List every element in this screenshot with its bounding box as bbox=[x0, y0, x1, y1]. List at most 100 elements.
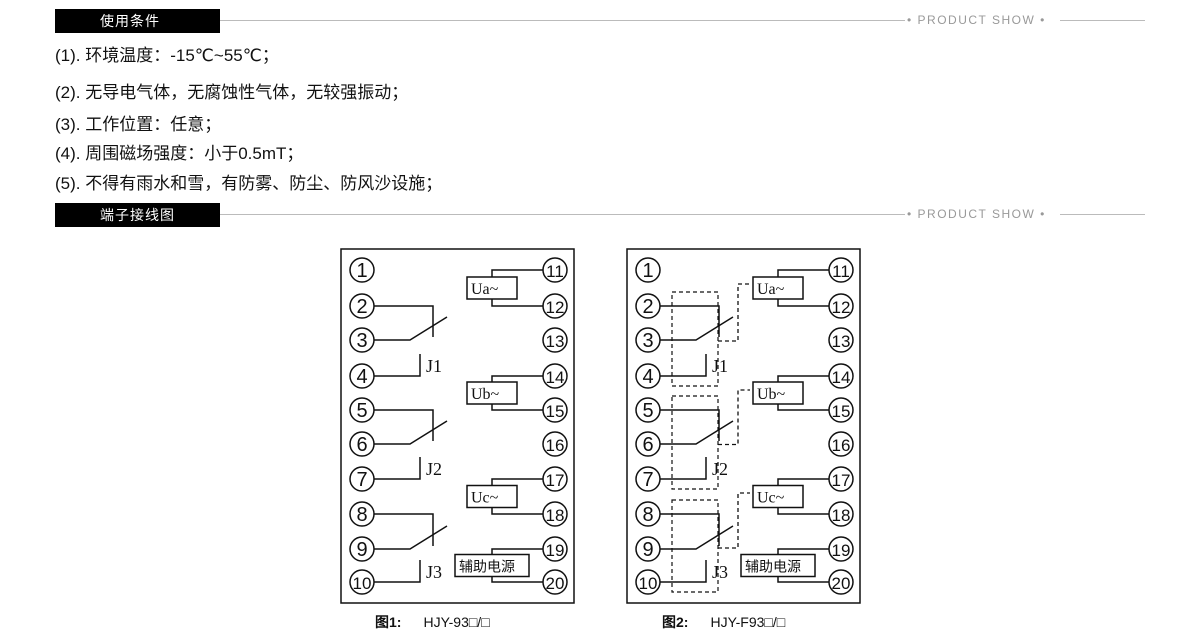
diagram-caption-2: 图2: HJY-F93□/□ bbox=[662, 612, 785, 632]
divider bbox=[1060, 20, 1145, 21]
diagram-frame bbox=[340, 248, 575, 604]
input-wire bbox=[777, 375, 829, 382]
aux-wire bbox=[777, 576, 829, 583]
terminal-label: 1 bbox=[642, 260, 653, 282]
condition-item: (2). 无导电气体，无腐蚀性气体，无较强振动； bbox=[55, 83, 409, 102]
diagram-frame bbox=[626, 248, 861, 604]
input-wire bbox=[491, 507, 543, 515]
relay-coil-wire bbox=[660, 354, 707, 377]
figure-label: 图2: bbox=[662, 614, 689, 630]
relay-dashed-box bbox=[671, 291, 719, 387]
terminal-label: 6 bbox=[642, 434, 653, 456]
terminal-circle bbox=[349, 257, 375, 283]
diagram-caption-1: 图1: HJY-93□/□ bbox=[375, 612, 490, 632]
terminal-label: 14 bbox=[832, 368, 851, 387]
terminal-label: 9 bbox=[642, 539, 653, 561]
product-show-tagline: • PRODUCT SHOW • bbox=[907, 13, 1046, 27]
terminal-label: 2 bbox=[356, 296, 367, 318]
input-wire bbox=[777, 404, 829, 411]
terminal-label: 4 bbox=[642, 366, 653, 388]
relay-label: J3 bbox=[426, 562, 442, 582]
input-wire bbox=[777, 478, 829, 486]
model-number: HJY-F93□/□ bbox=[710, 614, 786, 630]
terminal-label: 6 bbox=[356, 434, 367, 456]
terminal-label: 7 bbox=[356, 469, 367, 491]
terminal-label: 18 bbox=[546, 506, 565, 525]
relay-contact-wire bbox=[660, 409, 720, 441]
terminal-circle bbox=[828, 327, 854, 353]
terminal-label: 13 bbox=[546, 332, 565, 351]
relay-contact-blade bbox=[374, 420, 448, 445]
terminal-label: 13 bbox=[832, 332, 851, 351]
input-wire bbox=[491, 375, 543, 382]
aux-power-label: 辅助电源 bbox=[459, 559, 515, 575]
terminal-label: 15 bbox=[832, 402, 851, 421]
condition-item: (4). 周围磁场强度：小于0.5mT； bbox=[55, 144, 304, 163]
product-show-tagline: • PRODUCT SHOW • bbox=[907, 207, 1046, 221]
terminal-circle bbox=[542, 431, 568, 457]
divider bbox=[220, 20, 905, 21]
input-wire bbox=[491, 404, 543, 411]
relay-dashed-box bbox=[671, 499, 719, 593]
input-wire bbox=[777, 507, 829, 515]
relay-coil-wire bbox=[374, 560, 421, 583]
divider bbox=[1060, 214, 1145, 215]
input-label: Ua~ bbox=[471, 281, 499, 298]
aux-power-label: 辅助电源 bbox=[745, 559, 801, 575]
relay-label: J2 bbox=[712, 459, 728, 479]
terminal-label: 17 bbox=[832, 471, 851, 490]
terminal-label: 3 bbox=[642, 330, 653, 352]
relay-contact-wire bbox=[660, 305, 720, 337]
wiring-diagram-1: 1234567891011121314151617181920J1J2J3Ua~… bbox=[340, 248, 575, 604]
terminal-label: 5 bbox=[642, 400, 653, 422]
dashed-link bbox=[718, 492, 750, 549]
relay-label: J3 bbox=[712, 562, 728, 582]
terminal-label: 10 bbox=[353, 574, 372, 593]
relay-label: J2 bbox=[426, 459, 442, 479]
terminal-label: 3 bbox=[356, 330, 367, 352]
terminal-label: 18 bbox=[832, 506, 851, 525]
model-number: HJY-93□/□ bbox=[423, 614, 490, 630]
terminal-label: 10 bbox=[639, 574, 658, 593]
terminal-label: 2 bbox=[642, 296, 653, 318]
terminal-label: 19 bbox=[832, 541, 851, 560]
dashed-link bbox=[718, 283, 750, 342]
dashed-link bbox=[718, 389, 750, 446]
terminal-label: 5 bbox=[356, 400, 367, 422]
aux-wire bbox=[491, 548, 543, 555]
terminal-label: 16 bbox=[832, 436, 851, 455]
section-header-wiring: 端子接线图 • PRODUCT SHOW • bbox=[55, 203, 1145, 227]
relay-coil-wire bbox=[374, 354, 421, 377]
input-label: Ub~ bbox=[757, 386, 786, 403]
condition-item: (3). 工作位置：任意； bbox=[55, 115, 222, 134]
figure-label: 图1: bbox=[375, 614, 402, 630]
relay-contact-wire bbox=[374, 409, 434, 441]
wiring-diagram-2: 1234567891011121314151617181920J1J2J3Ua~… bbox=[626, 248, 861, 604]
terminal-label: 8 bbox=[642, 504, 653, 526]
divider bbox=[220, 214, 905, 215]
relay-contact-blade bbox=[374, 316, 448, 341]
input-label: Uc~ bbox=[471, 490, 499, 507]
relay-coil-wire bbox=[374, 457, 421, 480]
terminal-label: 7 bbox=[642, 469, 653, 491]
section-header-conditions: 使用条件 • PRODUCT SHOW • bbox=[55, 9, 1145, 33]
condition-item: (5). 不得有雨水和雪，有防雾、防尘、防风沙设施； bbox=[55, 174, 443, 193]
condition-item: (1). 环境温度：-15℃~55℃； bbox=[55, 46, 279, 65]
section-title: 端子接线图 bbox=[55, 203, 220, 227]
terminal-label: 19 bbox=[546, 541, 565, 560]
terminal-label: 12 bbox=[546, 298, 565, 317]
aux-wire bbox=[777, 548, 829, 555]
aux-wire bbox=[491, 576, 543, 583]
terminal-label: 9 bbox=[356, 539, 367, 561]
input-wire bbox=[777, 269, 829, 277]
relay-contact-blade bbox=[374, 525, 448, 550]
relay-coil-wire bbox=[660, 560, 707, 583]
relay-dashed-box bbox=[671, 395, 719, 490]
terminal-label: 8 bbox=[356, 504, 367, 526]
section-title: 使用条件 bbox=[55, 9, 220, 33]
terminal-label: 20 bbox=[546, 574, 565, 593]
relay-label: J1 bbox=[426, 356, 442, 376]
terminal-label: 14 bbox=[546, 368, 565, 387]
terminal-label: 4 bbox=[356, 366, 367, 388]
input-wire bbox=[491, 299, 543, 307]
